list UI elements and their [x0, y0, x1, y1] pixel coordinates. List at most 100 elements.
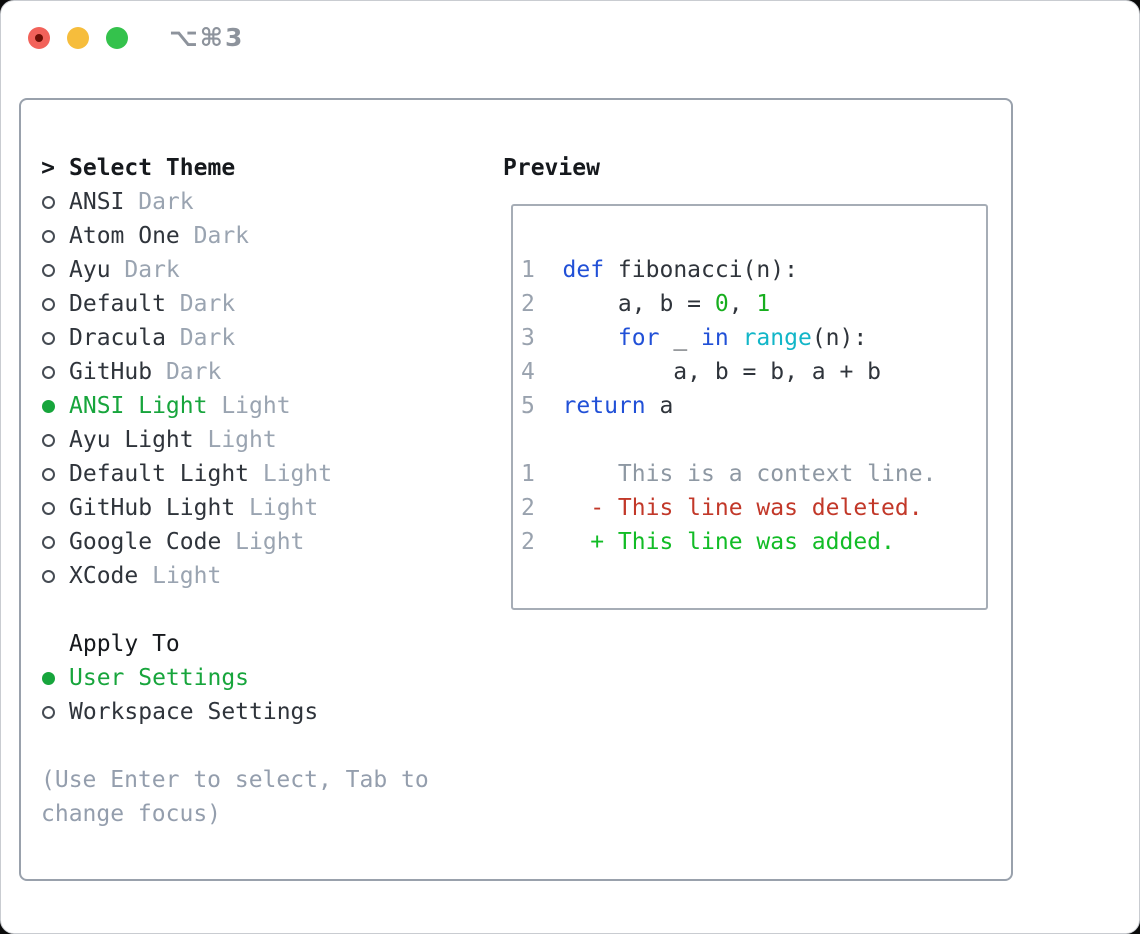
- apply-to-header: Apply To: [41, 627, 429, 661]
- code-line: 4 a, b = b, a + b: [521, 355, 986, 389]
- theme-name: Dracula: [69, 325, 166, 351]
- code-line: 2 a, b = 0, 1: [521, 287, 986, 321]
- spacer: [41, 593, 429, 627]
- minimize-button[interactable]: [67, 27, 89, 49]
- radio-selected-icon: [41, 671, 55, 685]
- radio-icon: [41, 501, 55, 515]
- theme-option-google-code-light[interactable]: Google Code Light: [41, 525, 429, 559]
- zoom-button[interactable]: [106, 27, 128, 49]
- code-token: a, b = b, a + b: [562, 359, 882, 385]
- radio-icon: [41, 467, 55, 481]
- theme-variant: Light: [221, 393, 291, 419]
- theme-option-ayu-dark[interactable]: Ayu Dark: [41, 253, 429, 287]
- theme-selector-panel: > Select Theme ANSI Dark Atom One Dark A…: [19, 98, 1013, 881]
- code-token: ,: [728, 291, 757, 317]
- diff-deleted-text: - This line was deleted.: [590, 495, 923, 521]
- cursor-arrow-icon: >: [41, 155, 55, 181]
- apply-to-header-label: Apply To: [69, 631, 180, 657]
- diff-spacer: [563, 495, 591, 521]
- theme-option-github-dark[interactable]: GitHub Dark: [41, 355, 429, 389]
- theme-option-ansi-light[interactable]: ANSI Light Light: [41, 389, 429, 423]
- radio-icon: [41, 297, 55, 311]
- window-title-shortcut: ⌥⌘3: [169, 23, 245, 52]
- theme-variant: Dark: [193, 223, 250, 249]
- theme-variant: Light: [152, 563, 222, 589]
- diff-context-text: This is a context line.: [562, 461, 937, 487]
- theme-name: GitHub: [69, 359, 153, 385]
- code-token: _: [659, 325, 702, 351]
- theme-option-github-light[interactable]: GitHub Light Light: [41, 491, 429, 525]
- radio-icon: [41, 705, 55, 719]
- diff-spacer: [563, 529, 591, 555]
- theme-name: Default: [69, 291, 166, 317]
- theme-name: Atom One: [69, 223, 180, 249]
- diff-context-line: 1 This is a context line.: [521, 457, 986, 491]
- preview-header: Preview: [503, 155, 600, 181]
- radio-icon: [41, 195, 55, 209]
- code-token: def: [562, 257, 605, 283]
- theme-variant: Light: [262, 461, 333, 487]
- theme-variant: Dark: [179, 291, 236, 317]
- code-token: 1: [756, 291, 771, 317]
- blank-line: [521, 423, 986, 457]
- theme-variant: Dark: [138, 189, 194, 215]
- title-bar: ⌥⌘3: [1, 1, 1139, 75]
- code-token: [673, 393, 728, 419]
- apply-option-workspace-settings[interactable]: Workspace Settings: [41, 695, 429, 729]
- theme-option-dracula-dark[interactable]: Dracula Dark: [41, 321, 429, 355]
- keyboard-hint-line-1: (Use Enter to select, Tab to: [41, 767, 429, 793]
- theme-option-ansi-dark[interactable]: ANSI Dark: [41, 185, 429, 219]
- theme-name: Ayu: [69, 257, 111, 283]
- radio-selected-icon: [41, 399, 55, 413]
- code-token: [563, 325, 618, 351]
- line-number: 2: [521, 495, 535, 521]
- apply-option-user-settings[interactable]: User Settings: [41, 661, 429, 695]
- theme-name-selected: ANSI Light: [69, 393, 208, 419]
- theme-option-xcode-light[interactable]: XCode Light: [41, 559, 429, 593]
- radio-icon: [41, 331, 55, 345]
- select-theme-header-label: Select Theme: [69, 155, 236, 181]
- code-token: a, b =: [562, 291, 715, 317]
- code-token: [729, 325, 743, 351]
- code-token: in: [701, 325, 729, 351]
- theme-option-atom-one-dark[interactable]: Atom One Dark: [41, 219, 429, 253]
- code-token: 0: [714, 291, 729, 317]
- theme-variant: Dark: [179, 325, 236, 351]
- code-token: for: [617, 325, 660, 351]
- theme-name: GitHub Light: [69, 495, 236, 521]
- radio-icon: [41, 433, 55, 447]
- line-number: 1: [521, 461, 535, 487]
- radio-icon: [41, 569, 55, 583]
- theme-name: Google Code: [69, 529, 222, 555]
- radio-icon: [41, 229, 55, 243]
- line-number: 2: [521, 529, 535, 555]
- theme-option-default-light[interactable]: Default Light Light: [41, 457, 429, 491]
- theme-variant: Light: [207, 427, 277, 453]
- theme-list: > Select Theme ANSI Dark Atom One Dark A…: [41, 151, 429, 831]
- line-number: 3: [521, 325, 535, 351]
- theme-name: XCode: [69, 563, 139, 589]
- select-theme-header: > Select Theme: [41, 151, 429, 185]
- spacer: [41, 729, 429, 763]
- radio-icon: [41, 535, 55, 549]
- theme-variant: Dark: [124, 257, 180, 283]
- line-number: 5: [521, 393, 535, 419]
- theme-variant: Dark: [165, 359, 222, 385]
- keyboard-hint-line-2: change focus): [41, 801, 222, 827]
- radio-icon: [41, 365, 55, 379]
- code-token: return: [562, 393, 646, 419]
- apply-option-label-selected: User Settings: [69, 665, 250, 691]
- theme-name: ANSI: [69, 189, 125, 215]
- line-number: 2: [521, 291, 535, 317]
- code-token: (n):: [811, 325, 868, 351]
- close-button[interactable]: [28, 27, 50, 49]
- diff-added-text: + This line was added.: [590, 529, 895, 555]
- theme-option-default-dark[interactable]: Default Dark: [41, 287, 429, 321]
- theme-variant: Light: [235, 529, 305, 555]
- theme-option-ayu-light[interactable]: Ayu Light Light: [41, 423, 429, 457]
- theme-name: Default Light: [69, 461, 250, 487]
